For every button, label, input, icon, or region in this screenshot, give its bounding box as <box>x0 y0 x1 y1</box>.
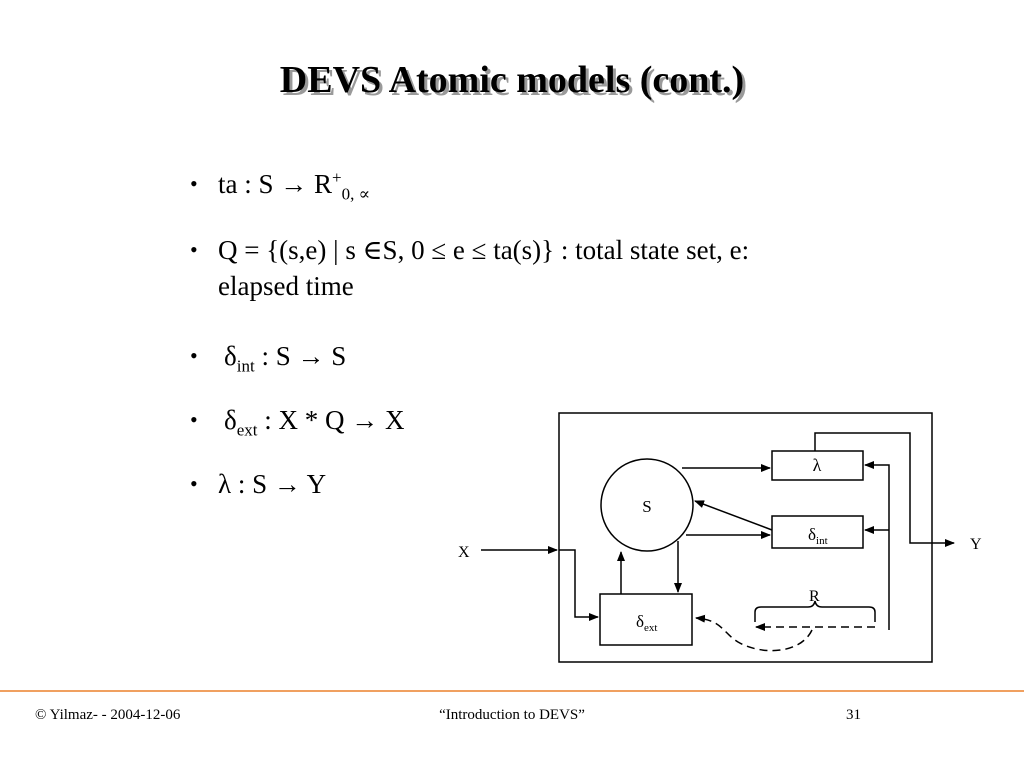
lambda-to-output-line <box>814 432 955 547</box>
lambda-label: λ <box>813 455 822 475</box>
bullet-dot: • <box>190 407 198 432</box>
delta-int-label: δint <box>808 525 828 547</box>
lambda-box <box>771 450 864 481</box>
footer-copyright: © Yilmaz- - 2004-12-06 <box>35 707 181 723</box>
footer-divider <box>0 690 1024 692</box>
delta-int-to-state-arrow <box>694 500 773 531</box>
footer-presentation-title: “Introduction to DEVS” <box>439 707 585 723</box>
state-circle <box>600 458 694 552</box>
bullet-text-continued: elapsed time <box>218 271 354 301</box>
bullet-dot: • <box>190 343 198 368</box>
bullet-dot: • <box>190 471 198 496</box>
r-label: R <box>809 588 820 605</box>
delta-ext-box <box>599 593 693 646</box>
feedback-to-lambda-line <box>864 461 890 630</box>
model-boundary-box <box>558 412 933 663</box>
state-label: S <box>642 497 651 516</box>
input-to-delta-ext-line <box>559 549 599 621</box>
bullet-dot: • <box>190 171 198 196</box>
bullet-text: λ : S → Y <box>218 469 327 499</box>
elapsed-to-delta-ext-dashed <box>695 614 813 652</box>
output-y-label: Y <box>970 536 982 553</box>
input-x-label: X <box>458 544 470 561</box>
delta-ext-label: δext <box>636 612 657 634</box>
r-brace <box>754 600 876 622</box>
footer-page-number: 31 <box>846 707 861 723</box>
delta-int-box <box>771 515 864 549</box>
bullet-text: Q = {(s,e) | s ∈S, 0 ≤ e ≤ ta(s)} : tota… <box>218 235 750 265</box>
bullet-dot: • <box>190 237 198 262</box>
bullet-text: ta : S <box>218 169 281 199</box>
arrow-symbol: → <box>280 169 308 199</box>
slide-title: DEVS Atomic models (cont.) <box>279 59 745 101</box>
